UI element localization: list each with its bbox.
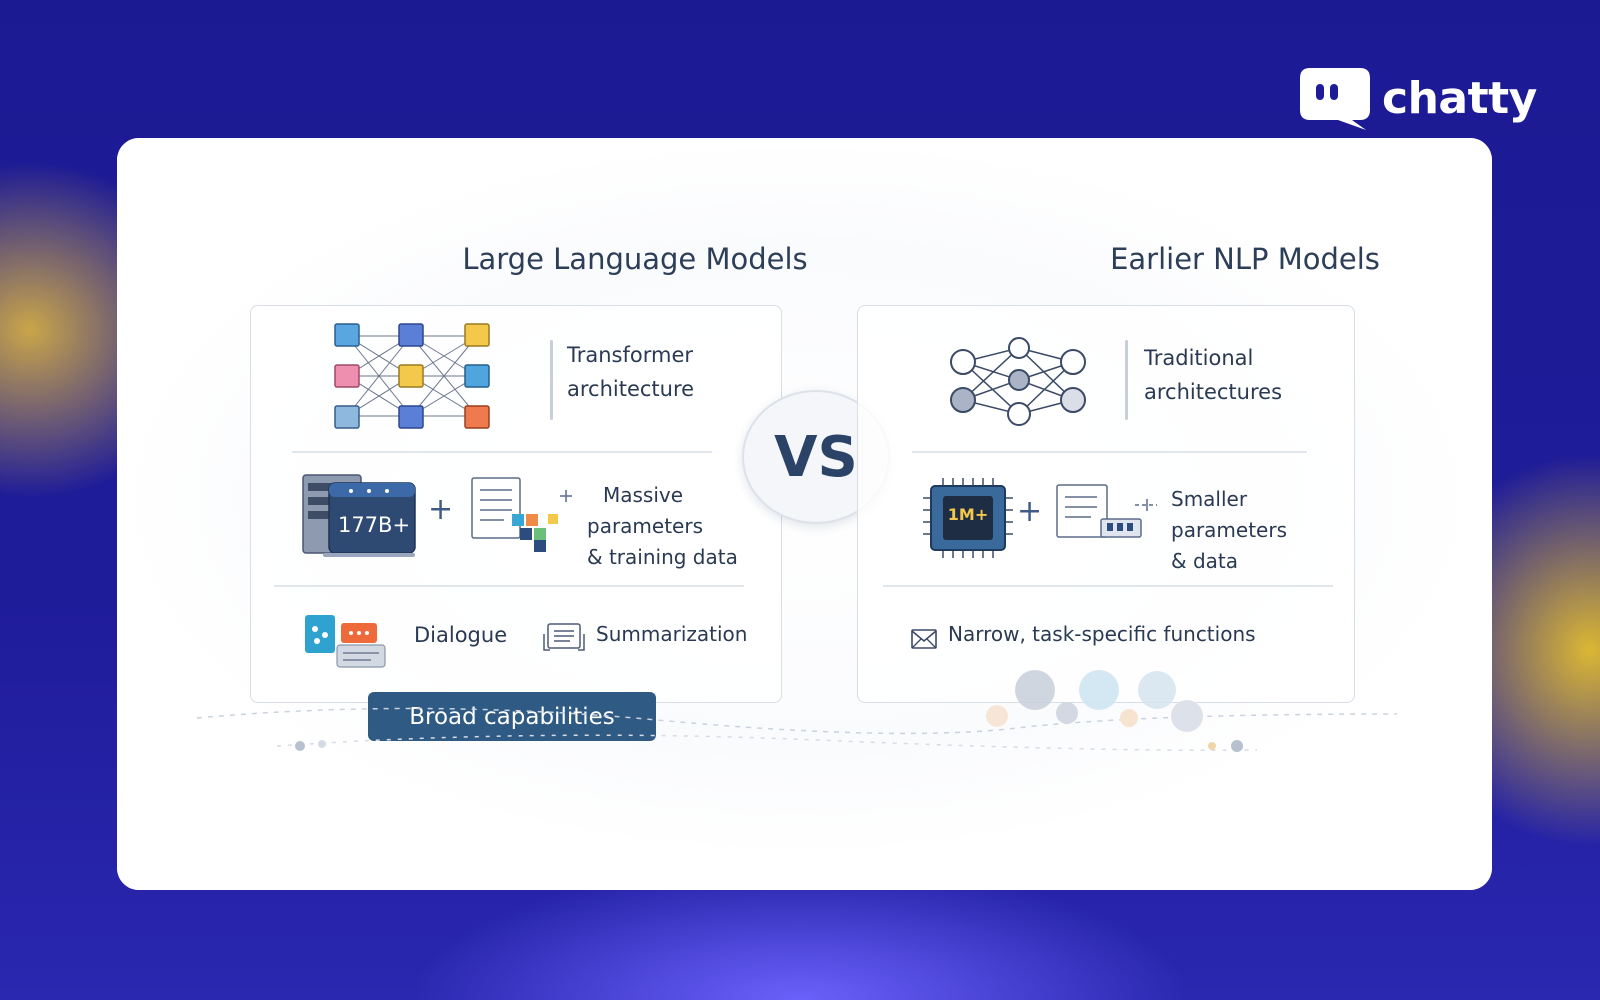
llm-title: Large Language Models <box>462 242 808 276</box>
nlp-title: Earlier NLP Models <box>1110 242 1380 276</box>
transformer-network-icon <box>334 323 490 429</box>
param-badge: 177B+ <box>337 513 411 537</box>
comparison-card: Large Language Models Earlier NLP Models… <box>117 138 1492 890</box>
traditional-line2: architectures <box>1144 380 1283 404</box>
chat-apps-icon <box>305 615 386 668</box>
massive-params-label: Massive parameters & training data <box>587 480 738 573</box>
smaller-line3: & data <box>1171 549 1239 573</box>
smaller-params-label: Smaller parameters & data <box>1171 484 1287 577</box>
massive-line3: & training data <box>587 545 738 569</box>
massive-line1: Massive <box>603 483 684 507</box>
decorative-dots <box>196 670 1398 752</box>
plus-icon: + <box>428 492 454 527</box>
plus-icon-2: + <box>1017 494 1043 529</box>
summarization-icon <box>543 623 585 651</box>
server-icon <box>302 474 416 557</box>
narrow-functions-label: Narrow, task-specific functions <box>948 622 1256 646</box>
transformer-line2: architecture <box>567 377 695 401</box>
traditional-label: Traditional architectures <box>1144 341 1282 409</box>
dialogue-label: Dialogue <box>414 623 508 647</box>
traditional-line1: Traditional <box>1144 346 1254 370</box>
chat-bubble-icon <box>1300 68 1370 130</box>
neural-network-icon <box>950 337 1086 426</box>
transformer-label: Transformer architecture <box>567 338 694 406</box>
chip-label: 1M+ <box>947 505 989 524</box>
envelope-icon <box>911 629 937 649</box>
chip-icon <box>923 478 1013 558</box>
smaller-line1: Smaller <box>1171 487 1248 511</box>
transformer-line1: Transformer <box>567 343 694 367</box>
chatty-logo: chatty <box>1300 68 1537 130</box>
broad-capabilities-badge: Broad capabilities <box>368 692 656 741</box>
logo-text: chatty <box>1382 72 1537 124</box>
documents-small-icon <box>1056 484 1157 538</box>
smaller-line2: parameters <box>1171 518 1288 542</box>
documents-icon <box>471 477 572 552</box>
summarization-label: Summarization <box>596 622 748 646</box>
massive-line2: parameters <box>587 514 704 538</box>
